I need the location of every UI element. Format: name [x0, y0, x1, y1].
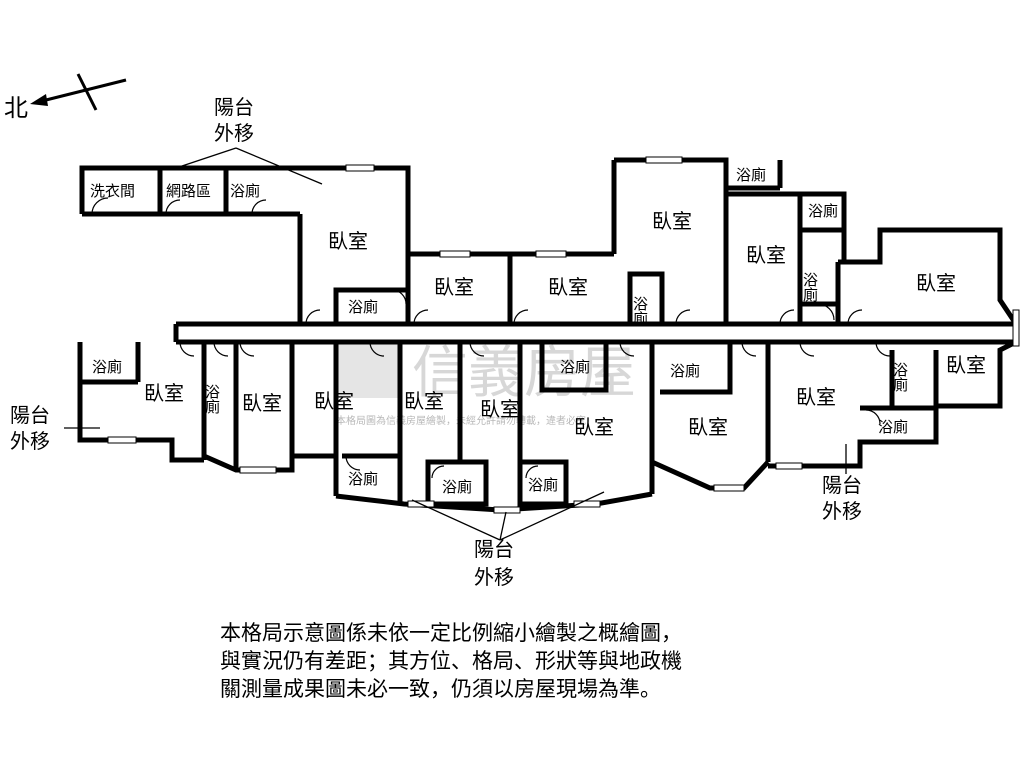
room-label-bath: 浴廁 — [736, 166, 766, 184]
room-label-bedroom: 臥室 — [242, 391, 282, 415]
room-label-bedroom: 臥室 — [574, 415, 614, 439]
doors — [91, 197, 891, 479]
walls — [77, 157, 1019, 513]
room-label-bedroom: 臥室 — [916, 271, 956, 295]
disclaimer-line: 本格局示意圖係未依一定比例縮小繪製之概繪圖， — [220, 621, 682, 645]
room-label-network: 網路區 — [166, 182, 211, 200]
room-label-bedroom: 臥室 — [946, 353, 986, 377]
room-label-bedroom: 臥室 — [480, 397, 520, 421]
north-label: 北 — [4, 94, 28, 122]
room-label-bedroom: 臥室 — [796, 385, 836, 409]
balcony-note: 陽台外移 — [10, 403, 50, 453]
disclaimer-line: 關測量成果圖未必一致，仍須以房屋現場為準。 — [220, 677, 661, 701]
room-label-bedroom: 臥室 — [548, 275, 588, 299]
watermark-brand: 信義房屋 — [412, 341, 636, 406]
room-label-bath: 浴廁 — [670, 362, 700, 380]
balcony-notes: 陽台外移 陽台外移 陽台外移 陽台外移 — [10, 95, 862, 589]
disclaimer: 本格局示意圖係未依一定比例縮小繪製之概繪圖， 與實況仍有差距；其方位、格局、形狀… — [220, 621, 682, 701]
room-label-bath: 浴廁 — [801, 272, 819, 303]
room-label-bedroom: 臥室 — [688, 415, 728, 439]
room-label-bath: 浴廁 — [203, 384, 221, 415]
room-label-bath: 浴廁 — [528, 476, 558, 494]
disclaimer-line: 與實況仍有差距；其方位、格局、形狀等與地政機 — [220, 649, 682, 673]
room-label-bath: 浴廁 — [348, 298, 378, 316]
balcony-leaders — [64, 147, 847, 541]
room-label-bedroom: 臥室 — [652, 209, 692, 233]
room-label-bedroom: 臥室 — [314, 389, 354, 413]
room-label-bath: 浴廁 — [631, 296, 649, 327]
room-label-bedroom: 臥室 — [144, 381, 184, 405]
room-label-laundry: 洗衣間 — [90, 182, 135, 200]
balcony-note: 陽台外移 — [214, 95, 254, 145]
room-label-bath: 浴廁 — [878, 418, 908, 436]
room-label-bedroom: 臥室 — [434, 275, 474, 299]
room-label-bath: 浴廁 — [560, 358, 590, 376]
room-label-bath: 浴廁 — [891, 362, 909, 393]
balcony-note: 陽台外移 — [474, 537, 514, 589]
room-label-bath: 浴廁 — [92, 358, 122, 376]
balcony-note: 陽台外移 — [822, 473, 862, 523]
room-label-bath: 浴廁 — [348, 470, 378, 488]
north-arrow-icon: 北 — [4, 73, 127, 122]
room-label-bath: 浴廁 — [442, 478, 472, 496]
room-label-bath: 浴廁 — [230, 182, 260, 200]
room-label-bedroom: 臥室 — [328, 229, 368, 253]
room-labels: 洗衣間 網路區 浴廁 臥室 浴廁 臥室 臥室 浴廁 臥室 浴廁 臥室 浴廁 浴廁… — [90, 166, 986, 496]
room-label-bedroom: 臥室 — [746, 243, 786, 267]
room-label-bath: 浴廁 — [808, 202, 838, 220]
room-label-bedroom: 臥室 — [404, 389, 444, 413]
